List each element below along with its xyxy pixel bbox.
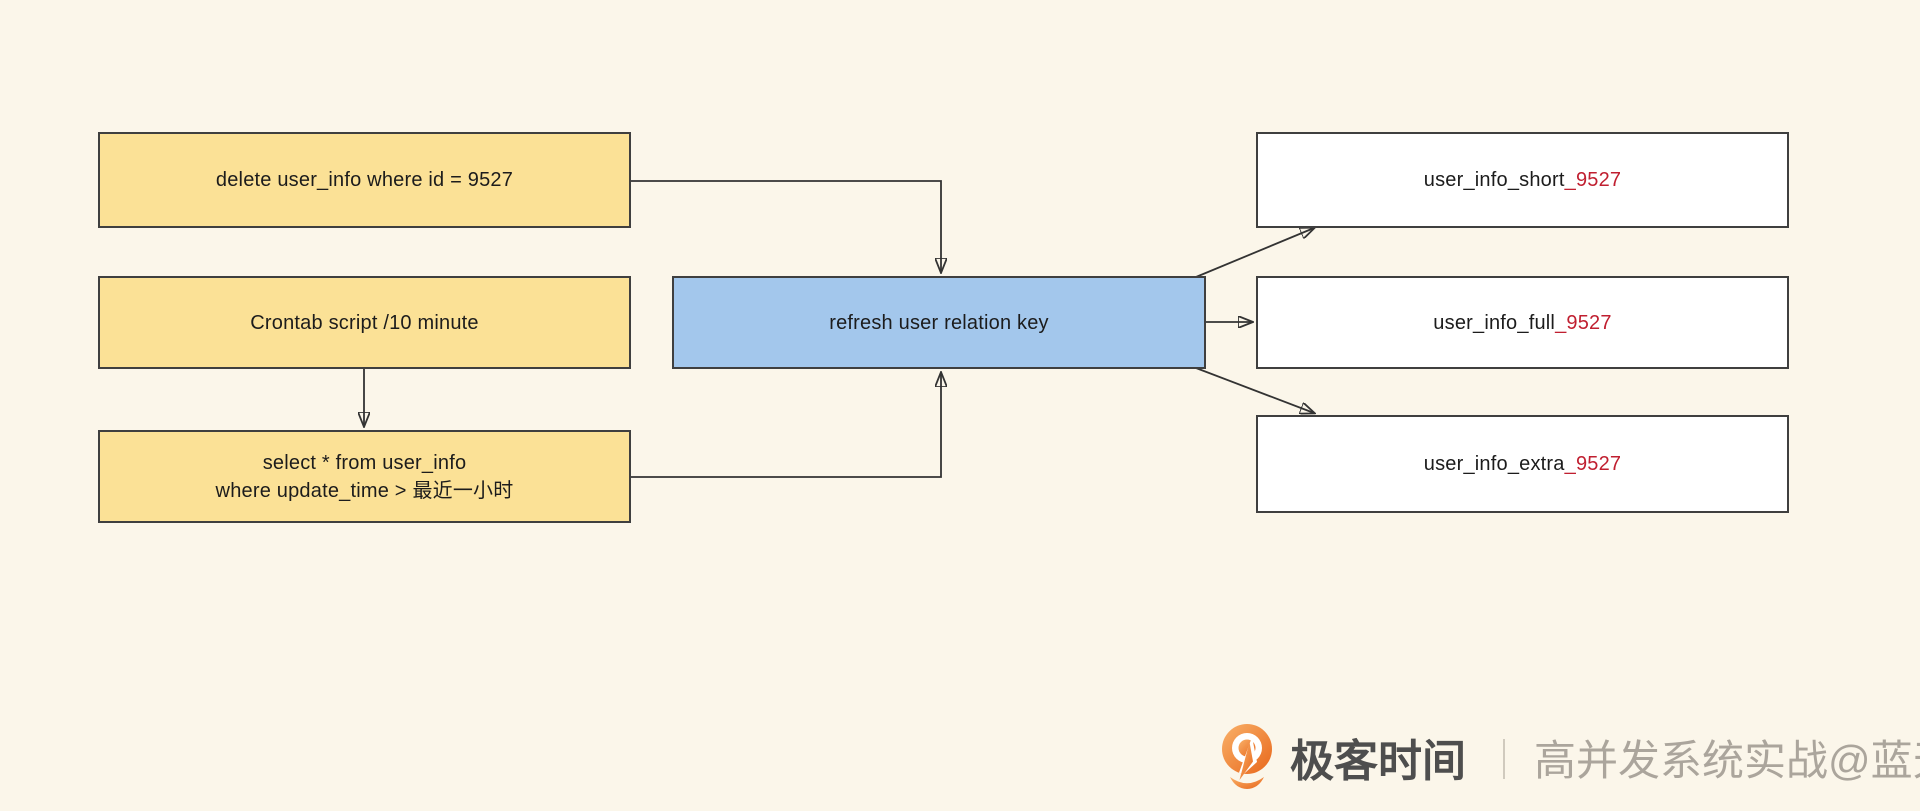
watermark-credit: 高并发系统实战@蓝天	[1534, 736, 1920, 784]
key-extra-prefix: user_info_extra	[1423, 453, 1565, 475]
key-extra-suffix: _9527	[1564, 453, 1622, 475]
node-refresh-key: refresh user relation key	[672, 276, 1206, 369]
edge-refresh-to-short	[1195, 228, 1314, 278]
node-key-full-label: user_info_full_9527	[1433, 309, 1611, 337]
node-crontab-label: Crontab script /10 minute	[250, 311, 479, 334]
node-delete-sql: delete user_info where id = 9527	[98, 132, 631, 228]
watermark: 极客时间 ｜ 高并发系统实战@蓝天	[1220, 722, 1920, 792]
node-key-full: user_info_full_9527	[1256, 276, 1789, 369]
node-crontab: Crontab script /10 minute	[98, 276, 631, 369]
node-select-sql-label-line1: select * from user_info	[262, 451, 467, 474]
watermark-separator: ｜	[1484, 739, 1524, 783]
key-short-suffix: _9527	[1564, 169, 1622, 191]
watermark-brand: 极客时间	[1290, 737, 1466, 786]
node-key-short: user_info_short_9527	[1256, 132, 1789, 228]
key-full-prefix: user_info_full	[1433, 311, 1556, 334]
node-key-extra-label: user_info_extra_9527	[1424, 450, 1622, 478]
node-delete-sql-label: delete user_info where id = 9527	[215, 169, 514, 191]
key-full-suffix: _9527	[1555, 311, 1612, 334]
node-key-short-label: user_info_short_9527	[1424, 166, 1622, 194]
edge-refresh-to-extra	[1195, 367, 1314, 413]
node-select-sql: select * from user_info where update_tim…	[98, 430, 631, 523]
key-short-prefix: user_info_short	[1423, 169, 1565, 191]
node-refresh-key-label: refresh user relation key	[829, 311, 1049, 334]
node-select-sql-label-line2: where update_time > 最近一小时	[215, 479, 514, 502]
node-key-extra: user_info_extra_9527	[1256, 415, 1789, 513]
geektime-logo-icon	[1222, 724, 1272, 789]
edge-select-to-refresh	[631, 373, 941, 478]
edge-delete-to-refresh	[631, 180, 941, 272]
